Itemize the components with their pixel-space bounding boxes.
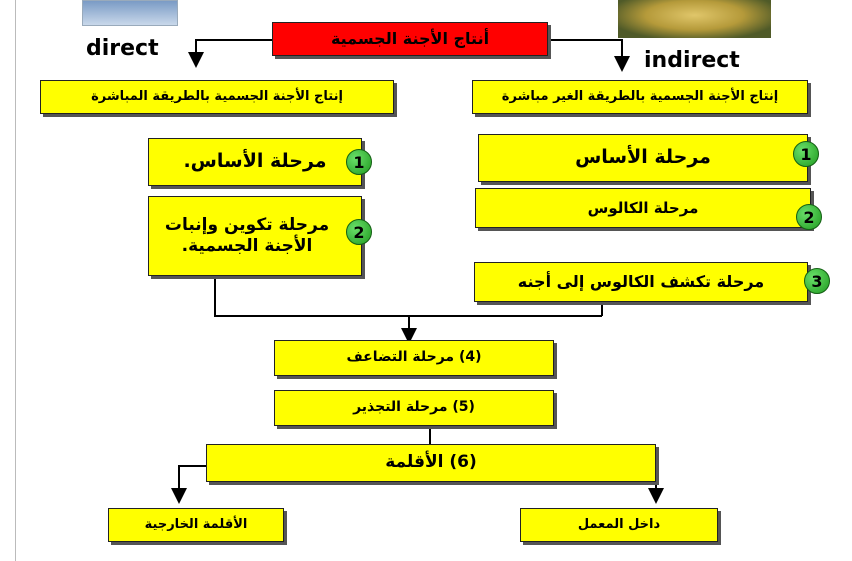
outcome-in-lab: داخل المعمل: [520, 508, 718, 542]
step-rooting: (5) مرحلة التجذير: [274, 390, 554, 426]
indirect-step-2-badge: 2: [796, 204, 822, 230]
indirect-label: indirect: [644, 48, 740, 73]
direct-step-1-badge: 1: [346, 149, 372, 175]
indirect-step-3-badge: 3: [804, 268, 830, 294]
title-box: أنتاج الأجنة الجسمية: [272, 22, 548, 56]
direct-header: إنتاج الأجنة الجسمية بالطريقة المباشرة: [40, 80, 394, 114]
indirect-step-2: مرحلة الكالوس: [475, 188, 811, 228]
indirect-step-3: مرحلة تكشف الكالوس إلى أجنه: [474, 262, 808, 302]
lab-image-thumbnail: [82, 0, 178, 26]
embryo-culture-photo: [618, 0, 771, 38]
direct-step-2-badge: 2: [346, 219, 372, 245]
outcome-external-acclimatization: الأقلمة الخارجية: [108, 508, 284, 542]
direct-step-1: مرحلة الأساس.: [148, 138, 362, 186]
direct-step-2: مرحلة تكوين وإنبات الأجنة الجسمية.: [148, 196, 362, 276]
direct-label: direct: [86, 36, 159, 61]
indirect-step-1: مرحلة الأساس: [478, 134, 808, 182]
step-multiplication: (4) مرحلة التضاعف: [274, 340, 554, 376]
slide-edge: [15, 0, 16, 561]
step-acclimatization: (6) الأقلمة: [206, 444, 656, 482]
indirect-header: إنتاج الأجنة الجسمية بالطريقة الغير مباش…: [472, 80, 808, 114]
indirect-step-1-badge: 1: [793, 141, 819, 167]
